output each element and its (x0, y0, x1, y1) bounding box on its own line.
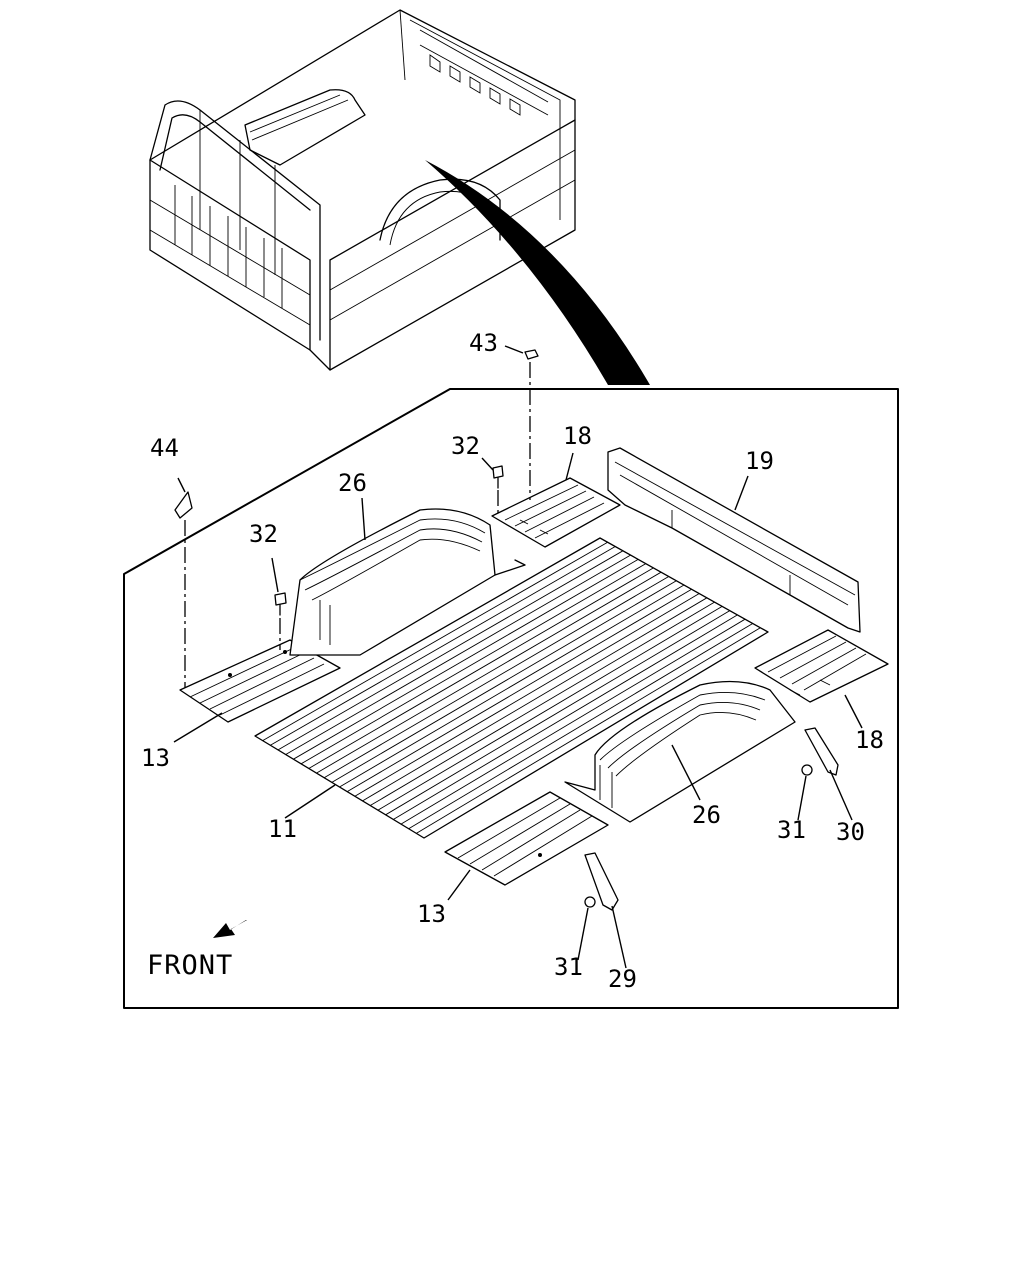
callout-18-lower: 18 (855, 726, 884, 754)
floor-plate-front-left (179, 639, 341, 723)
callout-13-upper: 13 (141, 744, 170, 772)
callout-13-lower: 13 (417, 900, 446, 928)
callout-31-lower: 31 (554, 953, 583, 981)
detail-frame (123, 388, 899, 1009)
callout-26-upper: 26 (338, 469, 367, 497)
fasteners (174, 349, 839, 911)
wheel-housing-right (564, 680, 796, 823)
wheel-housing-left (289, 508, 526, 656)
main-floor-panel (254, 537, 769, 839)
floor-plate-rear-right (754, 629, 889, 703)
callout-44: 44 (150, 434, 179, 462)
front-arrow-icon (213, 920, 247, 938)
callout-30: 30 (836, 818, 865, 846)
callout-11: 11 (268, 815, 297, 843)
callout-31-right: 31 (777, 816, 806, 844)
floor-plate-front-right (444, 791, 609, 886)
callout-43: 43 (469, 329, 498, 357)
callout-29: 29 (608, 965, 637, 993)
callout-32-upper: 32 (451, 432, 480, 460)
callouts: 43 44 32 32 18 18 19 26 26 13 13 11 31 3… (141, 329, 884, 993)
front-caption: FRONT (147, 950, 233, 981)
callout-18-upper: 18 (563, 422, 592, 450)
callout-32-left: 32 (249, 520, 278, 548)
floor-plate-rear-left (491, 477, 621, 548)
callout-19: 19 (745, 447, 774, 475)
callout-26-lower: 26 (692, 801, 721, 829)
side-sill-19 (607, 447, 861, 633)
truck-bed-overview (149, 9, 650, 385)
leader-lines (173, 345, 863, 969)
